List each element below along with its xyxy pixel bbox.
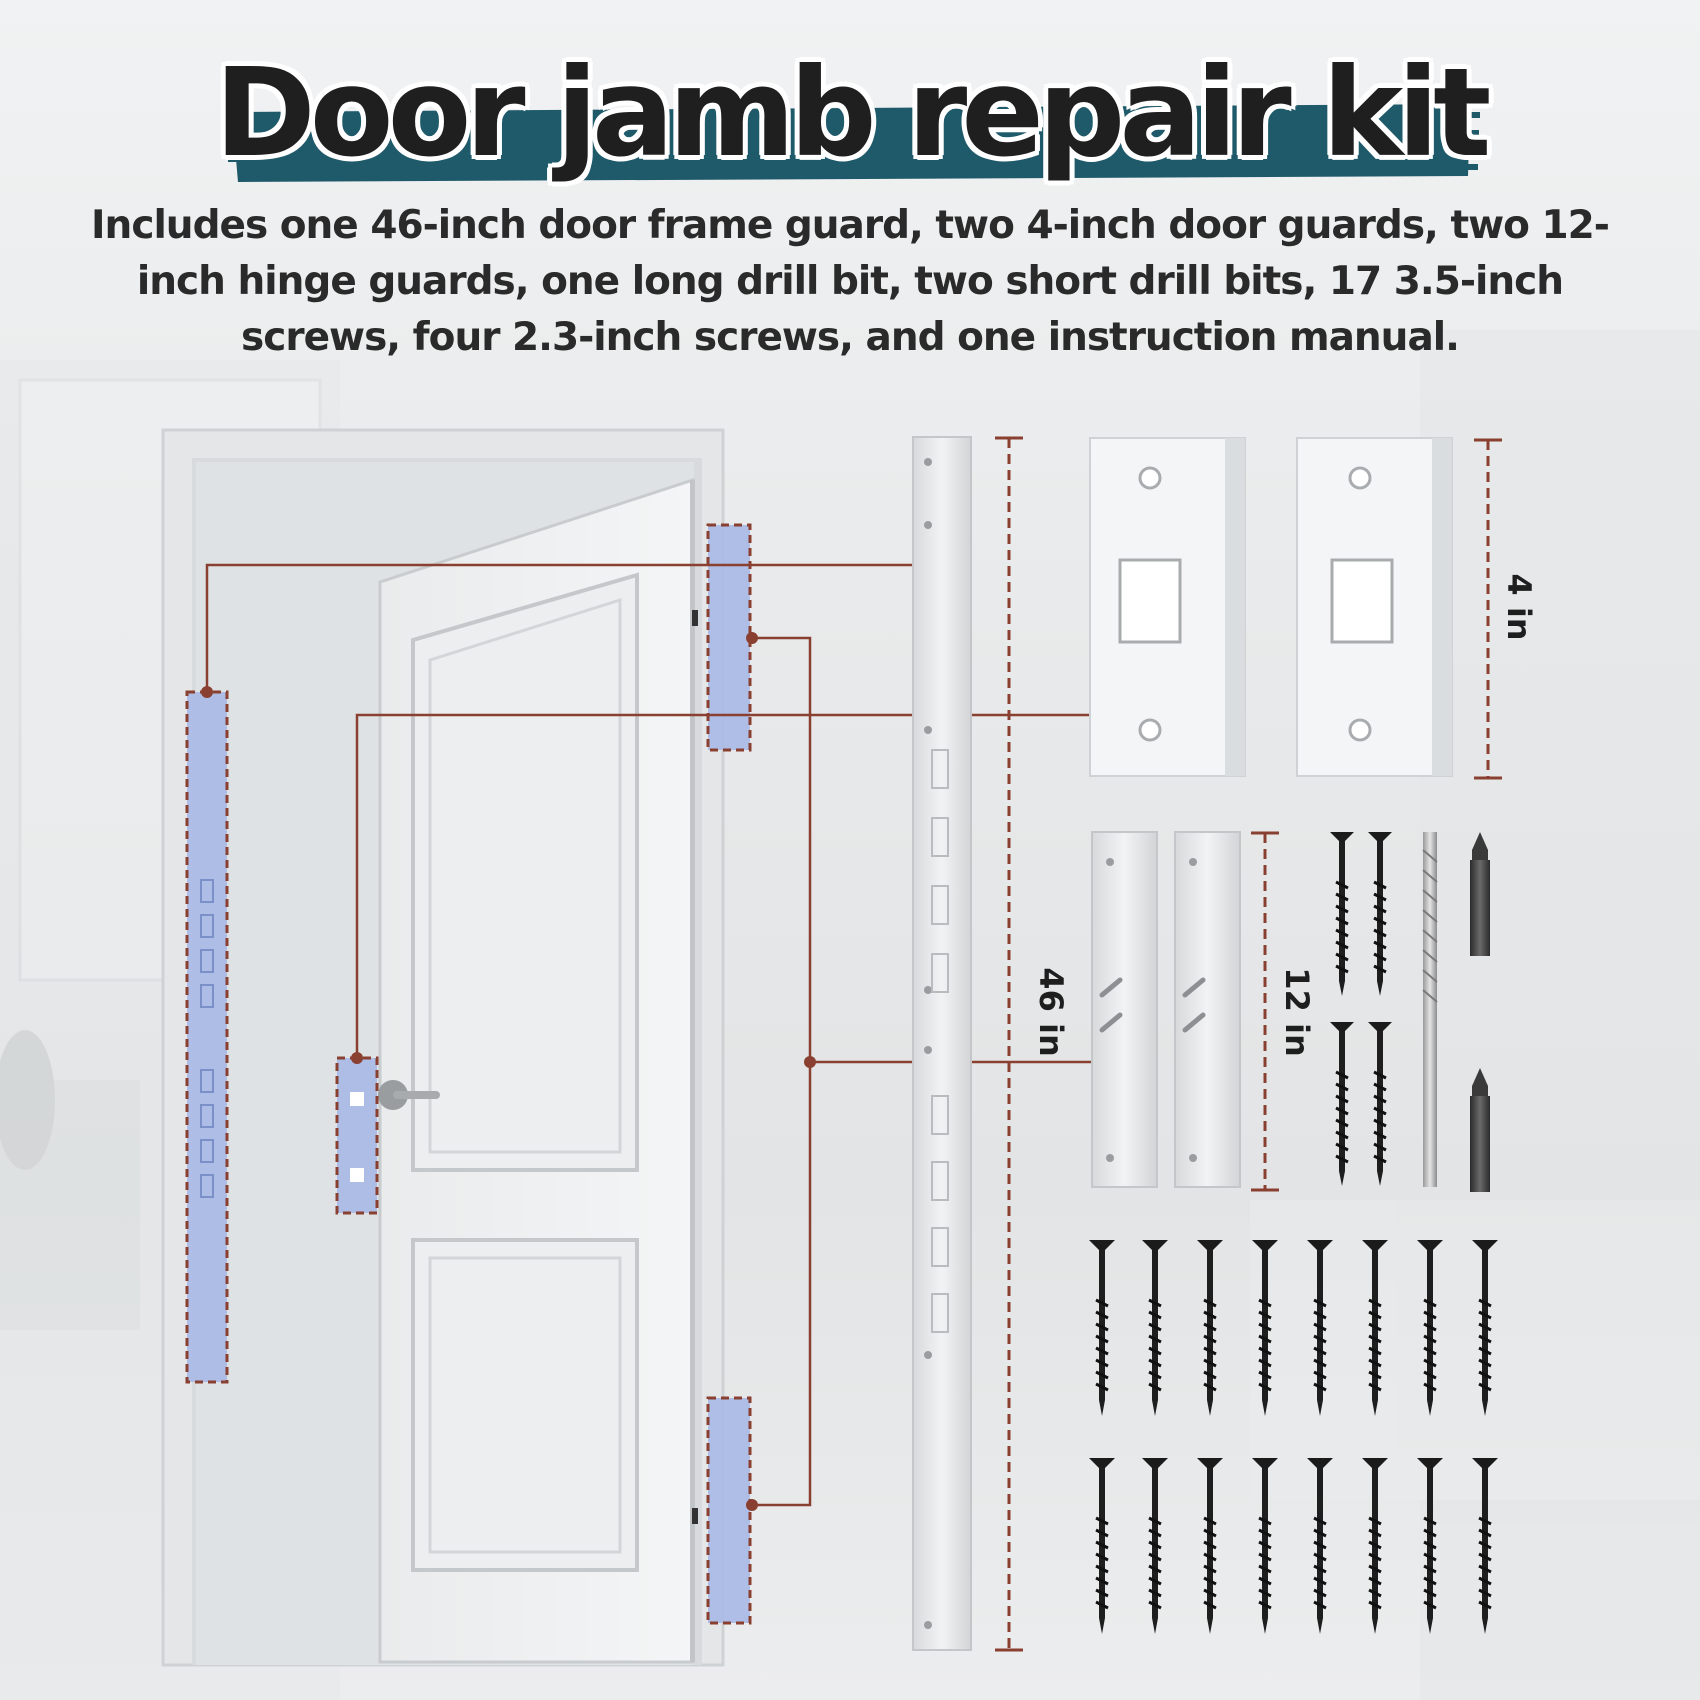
door-handle <box>378 1080 440 1110</box>
dimension-line-12in <box>1251 831 1279 1192</box>
kit-description: Includes one 46-inch door frame guard, t… <box>91 203 1610 360</box>
dimension-label-12in: 12 in <box>1278 967 1316 1056</box>
door <box>378 477 698 1664</box>
frame-guard-46in <box>912 436 972 1651</box>
short-drill-bit-top <box>1470 832 1490 956</box>
title-brush-banner <box>222 104 1482 182</box>
hinge-guard-left <box>1091 831 1158 1188</box>
installed-hinge-guard-top <box>706 523 752 752</box>
installed-hinge-guard-bottom <box>706 1396 752 1625</box>
installed-frame-guard <box>185 690 229 1384</box>
short-screws <box>1328 830 1394 1188</box>
installed-door-guards <box>335 1056 379 1215</box>
dimension-label-46in: 46 in <box>1032 967 1070 1056</box>
long-drill-bit <box>1422 832 1438 1187</box>
dimension-line-46in <box>995 436 1023 1652</box>
dimension-line-4in <box>1474 438 1502 780</box>
page-title: Door jamb repair kit <box>214 42 1492 184</box>
door-guard-right <box>1296 437 1453 777</box>
short-drill-bit-bottom <box>1470 1068 1490 1192</box>
door-guard-left <box>1089 437 1246 777</box>
dimension-label-4in: 4 in <box>1500 573 1538 640</box>
title-area: Door jamb repair kit <box>0 18 1700 208</box>
hinge-guard-right <box>1174 831 1241 1188</box>
